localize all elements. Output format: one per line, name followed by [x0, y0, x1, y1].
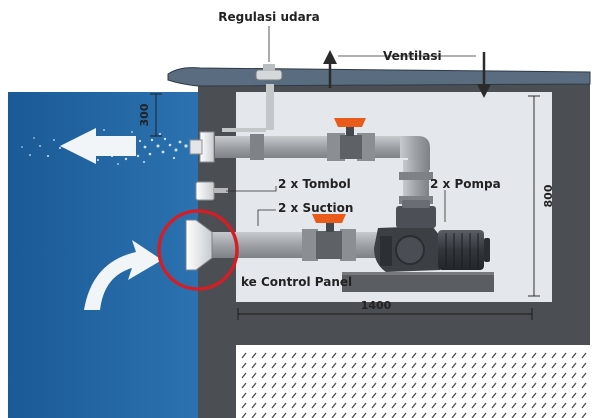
pumps-label: 2 x Pompa: [430, 177, 501, 191]
pipe-joint: [250, 134, 264, 160]
upper-valve-handle: [334, 118, 366, 127]
upper-valve-stem: [346, 124, 354, 136]
pump-strainer-lid: [402, 200, 430, 208]
air-regulation-elbow: [222, 122, 274, 132]
pump-flange: [380, 236, 392, 266]
ventilation-up-arrow: [323, 50, 337, 88]
suction-inlet: [185, 219, 213, 271]
dim-width-line: [237, 308, 533, 320]
riser-joint: [399, 172, 433, 180]
dim-height-line: [528, 95, 540, 297]
deck-slab: [167, 67, 591, 87]
pump-impeller-cover: [395, 235, 425, 265]
air-regulation-knob: [263, 64, 275, 71]
suction-valve-body: [316, 231, 342, 259]
return-pipe: [215, 136, 407, 158]
ground-hatch: [238, 350, 588, 418]
suction-valve-handle: [312, 214, 346, 223]
buttons-label: 2 x Tombol: [278, 177, 351, 191]
motor-fins: [445, 233, 479, 267]
pump-strainer: [396, 206, 436, 228]
pump-base-top: [342, 272, 494, 275]
buttons-leader: [226, 186, 277, 192]
ventilation-label: Ventilasi: [383, 49, 442, 63]
upper-valve-body: [340, 135, 362, 159]
air-regulation-tube: [266, 84, 274, 130]
button-fitting: [195, 181, 215, 201]
pump-motor: [438, 230, 484, 270]
motor-end-cap: [484, 238, 490, 262]
return-nozzle-tip: [189, 139, 203, 155]
air-regulation-cap: [255, 69, 283, 81]
dim-depth-line: [150, 93, 162, 137]
dim-depth-label: 300: [138, 103, 151, 126]
pump-base: [342, 272, 494, 292]
suction-label: 2 x Suction: [278, 201, 353, 215]
button-fitting-stem: [214, 188, 228, 193]
outflow-arrow: [60, 128, 136, 164]
suction-leader: [257, 209, 276, 226]
ventilation-down-arrow: [477, 52, 491, 98]
suction-valve-stem: [326, 220, 334, 232]
air-regulation-label: Regulasi udara: [218, 10, 319, 24]
control-panel-label: ke Control Panel: [241, 275, 352, 289]
dim-height-label: 800: [542, 184, 555, 207]
suction-joint: [302, 229, 318, 261]
suction-joint: [340, 229, 356, 261]
inflow-arrow: [84, 240, 162, 310]
suction-highlight-circle: [157, 209, 239, 291]
dim-width-label: 1400: [361, 299, 392, 312]
